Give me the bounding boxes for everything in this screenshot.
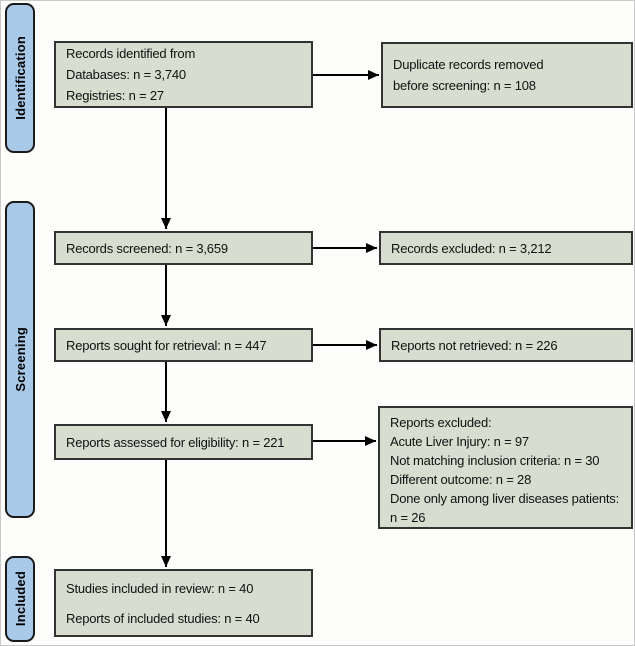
text-line: Acute Liver Injury: n = 97 [390, 434, 529, 449]
box-records-excluded: Records excluded: n = 3,212 [379, 231, 633, 265]
text-line: Databases: n = 3,740 [66, 67, 186, 82]
box-duplicates-removed: Duplicate records removed before screeni… [381, 42, 633, 108]
stage-bar-included: Included [5, 556, 35, 642]
stage-label-included: Included [12, 571, 28, 627]
text-line: Duplicate records removed [393, 57, 544, 72]
text-line: Records excluded: n = 3,212 [391, 240, 552, 256]
text-line: Reports not retrieved: n = 226 [391, 337, 558, 353]
text-line: Registries: n = 27 [66, 88, 164, 103]
box-records-identified: Records identified from Databases: n = 3… [54, 41, 313, 108]
stage-label-identification: Identification [12, 36, 28, 120]
text-line: Reports of included studies: n = 40 [66, 610, 260, 626]
box-records-screened: Records screened: n = 3,659 [54, 231, 313, 265]
box-reports-assessed: Reports assessed for eligibility: n = 22… [54, 424, 313, 460]
box-reports-excluded: Reports excluded: Acute Liver Injury: n … [378, 406, 633, 529]
box-studies-included: Studies included in review: n = 40 Repor… [54, 569, 313, 637]
text-line: Records identified from [66, 46, 196, 61]
box-reports-not-retrieved: Reports not retrieved: n = 226 [379, 328, 633, 362]
text-line: Reports sought for retrieval: n = 447 [66, 337, 267, 353]
text-line: before screening: n = 108 [393, 78, 536, 93]
text-line: Done only among liver diseases patients:… [390, 491, 620, 525]
text-line: Studies included in review: n = 40 [66, 580, 254, 596]
text-line: Reports excluded: [390, 415, 492, 430]
stage-bar-screening: Screening [5, 201, 35, 518]
text-line: Different outcome: n = 28 [390, 472, 532, 487]
stage-label-screening: Screening [12, 327, 28, 392]
text-line: Records screened: n = 3,659 [66, 240, 228, 256]
stage-bar-identification: Identification [5, 3, 35, 153]
text-line: Not matching inclusion criteria: n = 30 [390, 453, 600, 468]
box-reports-sought: Reports sought for retrieval: n = 447 [54, 328, 313, 362]
text-line: Reports assessed for eligibility: n = 22… [66, 434, 285, 450]
